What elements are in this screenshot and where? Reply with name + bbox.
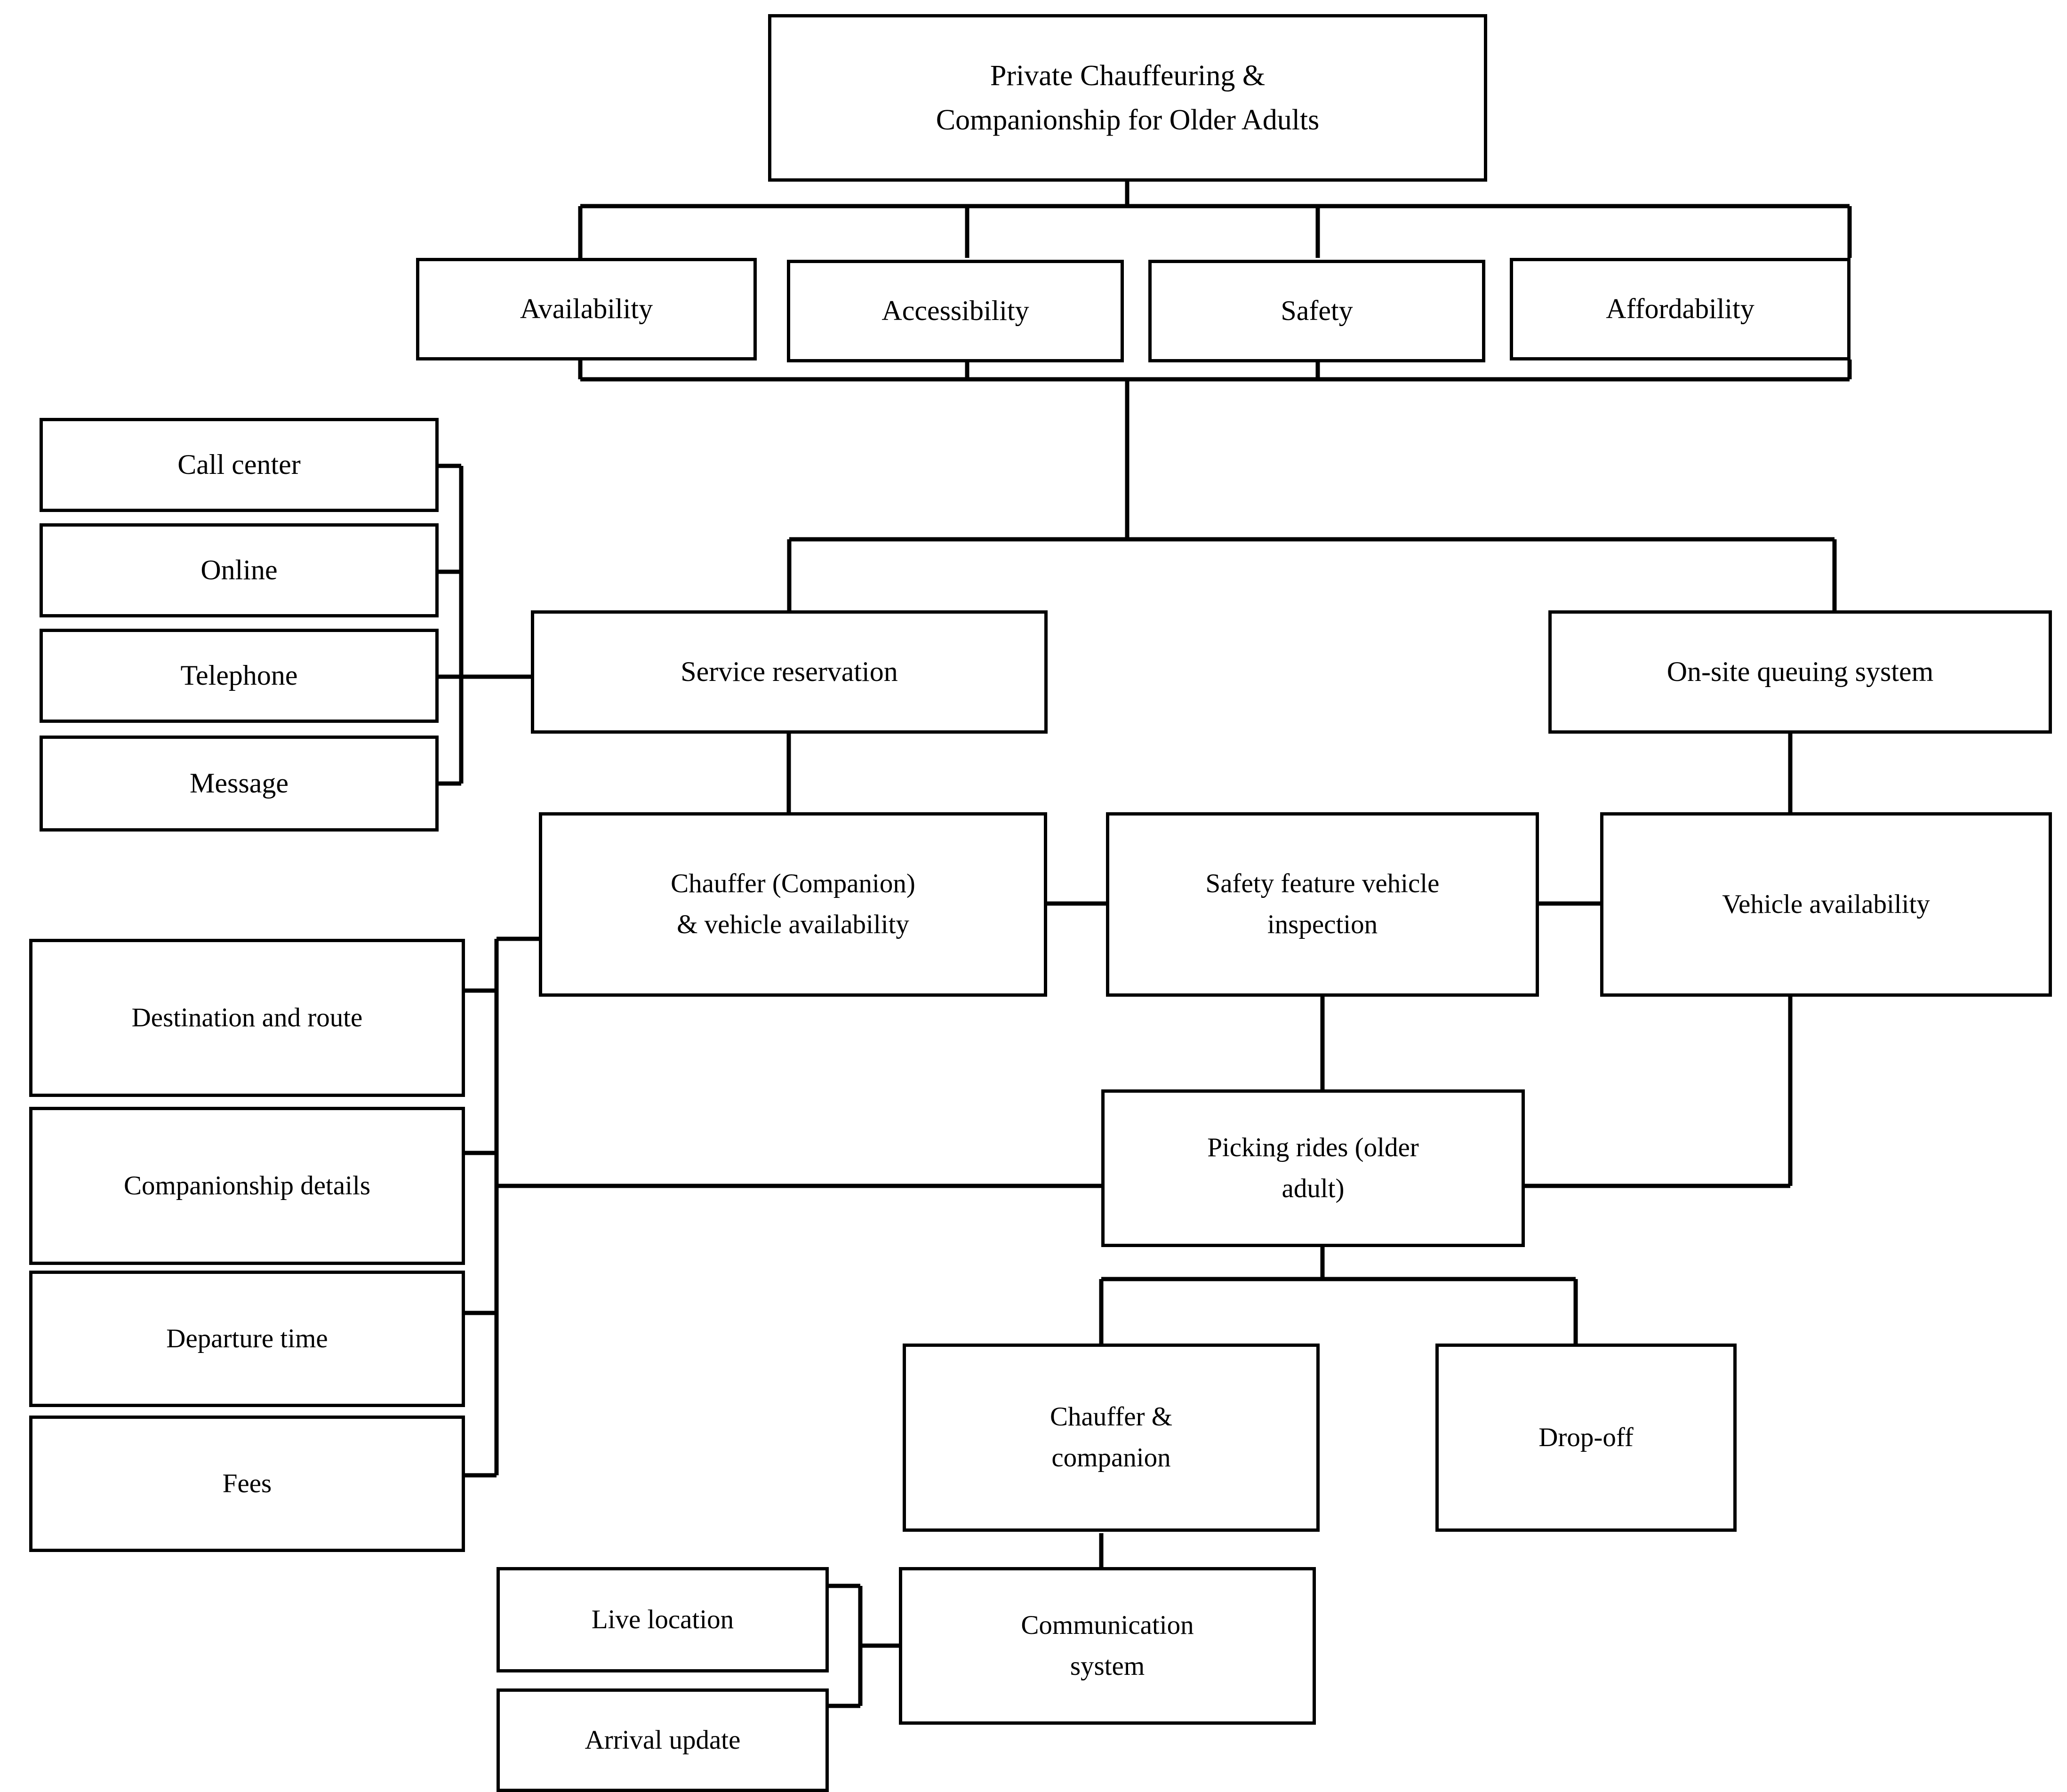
node-live-location-label: Live location: [591, 1604, 734, 1634]
node-availability-label: Availability: [520, 293, 653, 325]
node-arrival-update-label: Arrival update: [585, 1725, 741, 1755]
node-vehicle-availability-label: Vehicle availability: [1722, 889, 1930, 919]
node-telephone[interactable]: Telephone: [40, 629, 439, 723]
node-call-center[interactable]: Call center: [40, 418, 439, 512]
node-accessibility-label: Accessibility: [881, 295, 1029, 327]
node-destination-and-route-label: Destination and route: [131, 1002, 363, 1032]
node-fees-label: Fees: [222, 1468, 272, 1498]
node-onsite-queuing-system[interactable]: On-site queuing system: [1548, 610, 2052, 734]
node-fees[interactable]: Fees: [29, 1416, 465, 1552]
node-message-label: Message: [190, 768, 288, 799]
node-communication-system[interactable]: Communication system: [899, 1567, 1316, 1725]
node-service-reservation[interactable]: Service reservation: [531, 610, 1048, 734]
node-safety[interactable]: Safety: [1148, 260, 1485, 362]
node-drop-off[interactable]: Drop-off: [1435, 1344, 1737, 1532]
node-chauffer-vehicle-availability[interactable]: Chauffer (Companion) & vehicle availabil…: [539, 812, 1047, 997]
node-service-reservation-label: Service reservation: [681, 656, 898, 688]
node-message[interactable]: Message: [40, 736, 439, 832]
node-live-location[interactable]: Live location: [497, 1567, 829, 1672]
node-affordability[interactable]: Affordability: [1510, 258, 1851, 360]
node-destination-and-route[interactable]: Destination and route: [29, 939, 465, 1097]
node-onsite-queuing-label: On-site queuing system: [1666, 656, 1934, 688]
node-chauffer-companion[interactable]: Chauffer & companion: [903, 1344, 1320, 1532]
node-telephone-label: Telephone: [180, 660, 298, 691]
node-safety-label: Safety: [1281, 295, 1353, 327]
node-online-label: Online: [200, 554, 278, 586]
node-chauffer-companion-label: Chauffer & companion: [1050, 1402, 1173, 1472]
node-online[interactable]: Online: [40, 523, 439, 617]
node-picking-rides-label: Picking rides (older adult): [1207, 1132, 1419, 1203]
node-arrival-update[interactable]: Arrival update: [497, 1688, 829, 1792]
node-drop-off-label: Drop-off: [1538, 1422, 1634, 1452]
node-companionship-details-label: Companionship details: [123, 1170, 371, 1200]
node-call-center-label: Call center: [177, 449, 301, 480]
node-departure-time[interactable]: Departure time: [29, 1271, 465, 1407]
node-safety-feature-inspection[interactable]: Safety feature vehicle inspection: [1106, 812, 1539, 997]
node-root[interactable]: Private Chauffeuring & Companionship for…: [768, 14, 1487, 182]
node-safety-feature-inspection-label: Safety feature vehicle inspection: [1205, 869, 1440, 939]
node-accessibility[interactable]: Accessibility: [787, 260, 1124, 362]
node-chauffer-vehicle-availability-label: Chauffer (Companion) & vehicle availabil…: [671, 869, 915, 939]
node-companionship-details[interactable]: Companionship details: [29, 1107, 465, 1265]
node-communication-system-label: Communication system: [1021, 1610, 1194, 1681]
node-departure-time-label: Departure time: [166, 1323, 328, 1353]
node-root-label: Private Chauffeuring & Companionship for…: [936, 59, 1320, 136]
node-vehicle-availability[interactable]: Vehicle availability: [1600, 812, 2052, 997]
node-affordability-label: Affordability: [1606, 293, 1755, 325]
node-picking-rides[interactable]: Picking rides (older adult): [1101, 1089, 1525, 1247]
node-availability[interactable]: Availability: [416, 258, 757, 360]
